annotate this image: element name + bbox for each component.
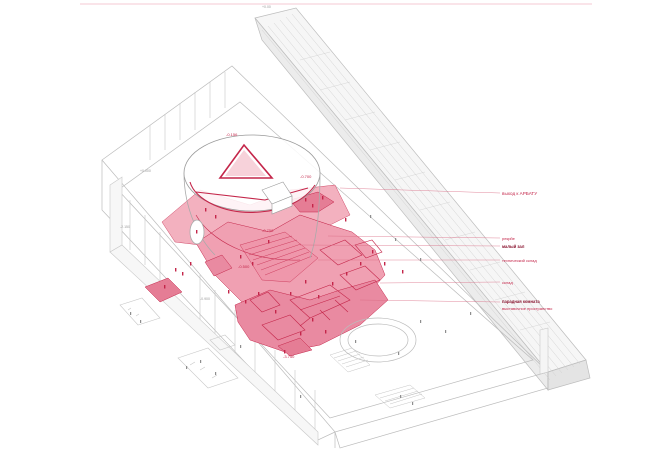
tall-building [254, 7, 591, 391]
label-front-room: парадная комната [502, 299, 540, 304]
label-cooling: технический склад [502, 258, 537, 263]
ground-fragments [119, 297, 239, 389]
label-stair: склад [502, 280, 513, 285]
terrace-steps [329, 347, 426, 409]
people-markers [164, 196, 404, 354]
leader-lines [299, 187, 501, 303]
level-marker-6: +0.000 [140, 169, 151, 173]
level-marker-1: -0.156 [226, 132, 238, 137]
right-low-wall [539, 327, 549, 375]
courtyard-circle [339, 317, 417, 363]
level-marker-8: -0.900 [200, 297, 210, 301]
oval-floor-frame [189, 181, 316, 213]
level-marker-9: +0.00 [262, 5, 271, 9]
level-marker-5: -3.750 [283, 354, 295, 359]
label-exhibition: выставочное пространство [502, 306, 553, 311]
level-markers: -0.156 -0.700 -0.750 -0.500 -3.750 +0.00… [120, 5, 312, 359]
level-marker-2: -0.700 [300, 174, 312, 179]
level-marker-3: -0.750 [262, 228, 274, 233]
label-small-hall: малый зал [502, 244, 525, 249]
grey-people-markers [130, 215, 472, 405]
oval-block [261, 181, 293, 215]
annotations: выход к АРБАТУ рекрйе малый зал техничес… [502, 191, 553, 311]
oval-triangle [218, 143, 274, 179]
label-exit-arbat: выход к АРБАТУ [502, 191, 537, 196]
level-marker-4: -0.500 [238, 264, 250, 269]
level-marker-7: -2.150 [120, 225, 130, 229]
red-rooms [249, 239, 383, 341]
small-hall-grid [239, 231, 319, 283]
label-foyer: рекрйе [502, 236, 516, 241]
